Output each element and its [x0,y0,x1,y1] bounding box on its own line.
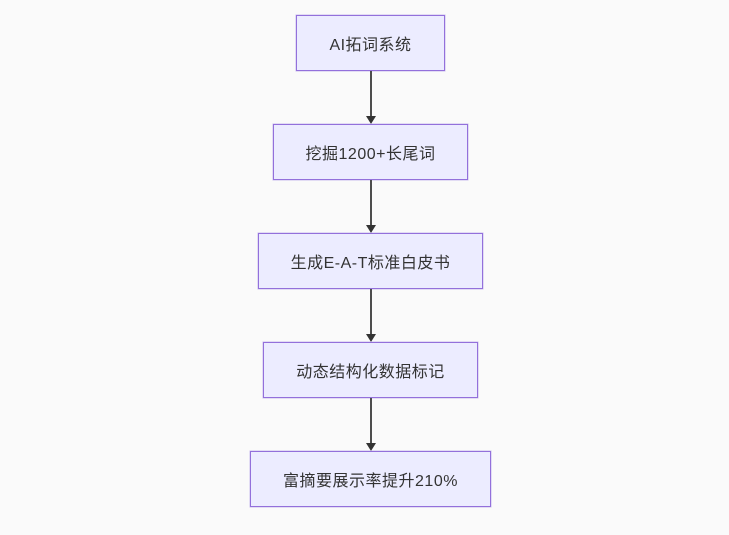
node-label: 生成E-A-T标准白皮书 [290,255,451,272]
arrow-shaft [369,289,372,334]
flowchart-node-eat-whitepaper: 生成E-A-T标准白皮书 [257,233,484,289]
arrowhead-down-icon [365,334,376,342]
flowchart-node-longtail-words: 挖掘1200+长尾词 [272,124,469,180]
arrowhead-down-icon [365,116,376,124]
arrow-down-4 [365,398,376,451]
arrow-shaft [369,71,372,116]
arrowhead-down-icon [365,225,376,233]
arrow-shaft [369,398,372,443]
node-label: 富摘要展示率提升210% [283,473,458,490]
node-label: 挖掘1200+长尾词 [305,146,436,163]
arrowhead-down-icon [365,443,376,451]
flowchart-column: AI拓词系统 挖掘1200+长尾词 生成E-A-T标准白皮书 动态结构化数据标记 [6,15,729,507]
node-label: AI拓词系统 [329,37,412,54]
flowchart-node-ai-system: AI拓词系统 [296,15,445,71]
arrow-down-1 [365,71,376,124]
arrow-shaft [369,180,372,225]
arrow-down-3 [365,289,376,342]
arrow-down-2 [365,180,376,233]
flowchart-node-structured-data: 动态结构化数据标记 [263,342,478,398]
node-label: 动态结构化数据标记 [296,364,445,381]
flowchart-node-rich-snippet: 富摘要展示率提升210% [250,451,491,507]
